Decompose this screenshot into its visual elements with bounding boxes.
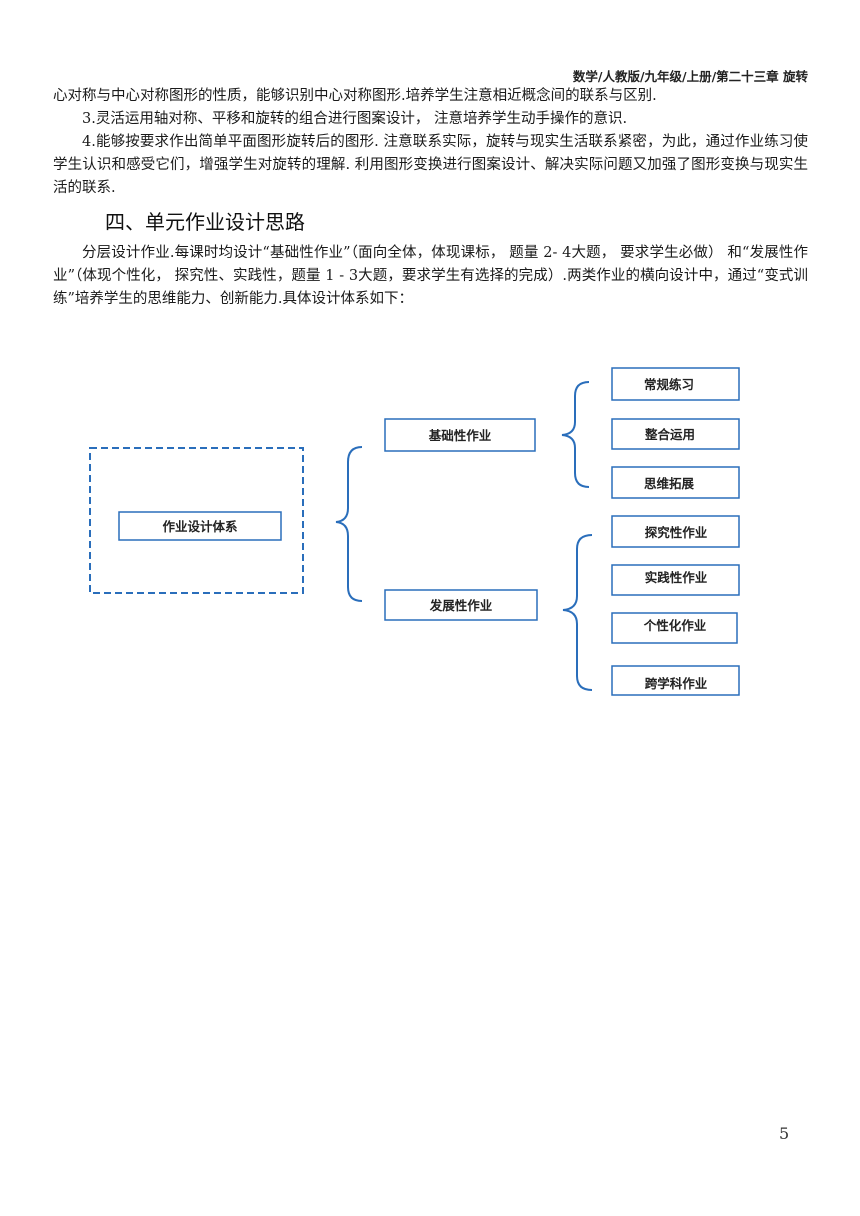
section-body: 分层设计作业.每课时均设计“基础性作业”（面向全体，体现课标， 题量 2- 4大… bbox=[53, 242, 808, 311]
paragraph-continued: 心对称与中心对称图形的性质，能够识别中心对称图形.培养学生注意相近概念间的联系与… bbox=[53, 88, 657, 104]
body-text-top: 心对称与中心对称图形的性质，能够识别中心对称图形.培养学生注意相近概念间的联系与… bbox=[53, 85, 808, 200]
develop-child-1: 探究性作业 bbox=[611, 515, 740, 548]
root-dashed-frame bbox=[89, 447, 304, 594]
section-heading: 四、单元作业设计思路 bbox=[105, 210, 305, 234]
basic-child-3: 思维拓展 bbox=[611, 466, 740, 499]
develop-child-3: 个性化作业 bbox=[611, 612, 738, 644]
develop-child-4: 跨学科作业 bbox=[611, 665, 740, 696]
basic-node-box bbox=[384, 418, 536, 452]
develop-brace bbox=[562, 534, 593, 691]
page-number: 5 bbox=[779, 1124, 790, 1143]
paragraph-item-3: 3.灵活运用轴对称、平移和旋转的组合进行图案设计， 注意培养学生动手操作的意识. bbox=[82, 111, 628, 127]
develop-child-1-label: 探究性作业 bbox=[645, 525, 708, 540]
breadcrumb: 数学/人教版/九年级/上册/第二十三章 旋转 bbox=[572, 69, 808, 84]
basic-child-2: 整合运用 bbox=[611, 418, 740, 450]
develop-child-2-label: 实践性作业 bbox=[645, 570, 708, 585]
develop-node-label: 发展性作业 bbox=[429, 598, 493, 613]
basic-node-label: 基础性作业 bbox=[428, 428, 492, 443]
basic-brace bbox=[561, 381, 590, 488]
basic-child-1-label: 常规练习 bbox=[644, 377, 694, 392]
develop-child-4-label: 跨学科作业 bbox=[645, 676, 708, 691]
root-node-box bbox=[118, 511, 282, 541]
basic-child-1: 常规练习 bbox=[611, 367, 740, 401]
basic-child-3-label: 思维拓展 bbox=[644, 476, 695, 491]
root-brace bbox=[335, 446, 363, 602]
section-paragraph: 分层设计作业.每课时均设计“基础性作业”（面向全体，体现课标， 题量 2- 4大… bbox=[53, 245, 808, 307]
develop-node-box bbox=[384, 589, 538, 621]
root-node-label: 作业设计体系 bbox=[162, 519, 238, 534]
develop-child-2: 实践性作业 bbox=[611, 564, 740, 596]
develop-child-3-label: 个性化作业 bbox=[643, 618, 707, 633]
basic-child-2-label: 整合运用 bbox=[645, 427, 695, 442]
paragraph-item-4: 4.能够按要求作出简单平面图形旋转后的图形. 注意联系实际，旋转与现实生活联系紧… bbox=[53, 134, 808, 196]
